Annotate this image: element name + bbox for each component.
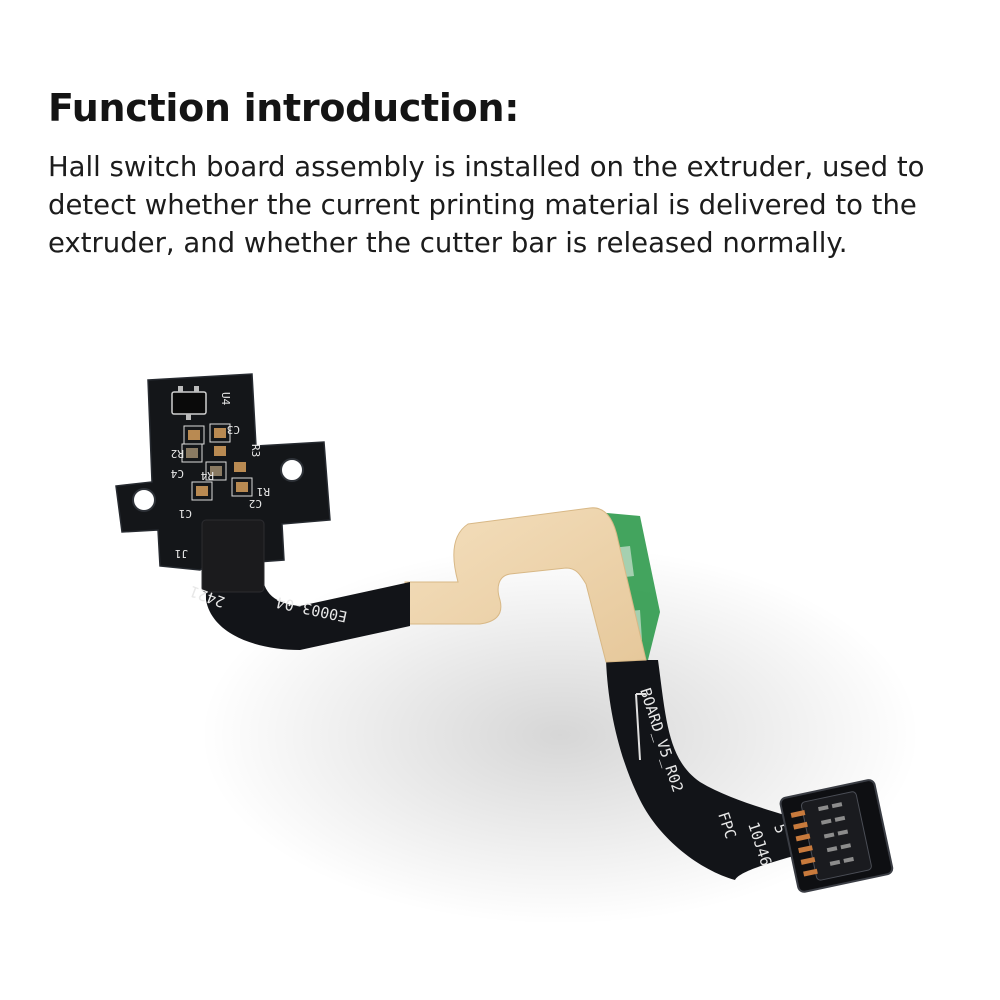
- heading: Function introduction:: [48, 86, 520, 130]
- label-j1: J1: [175, 547, 188, 560]
- mounting-hole-left: [132, 488, 156, 512]
- label-r1: R1: [257, 485, 270, 498]
- description-line-3: extruder, and whether the cutter bar is …: [48, 227, 848, 259]
- label-r2: R2: [171, 447, 184, 460]
- label-u4: U4: [219, 392, 232, 406]
- hall-switch-board-photo: U4 C3 R2 R3 C4 R4 R1 C2 C1 J1 2421 E0003…: [115, 373, 920, 925]
- description-line-1: Hall switch board assembly is installed …: [48, 151, 925, 183]
- stiffener-tape: [404, 507, 647, 663]
- fpc-connector: [779, 779, 894, 893]
- label-c1: C1: [179, 507, 192, 520]
- label-c4: C4: [170, 467, 184, 480]
- flex-cable-lower: [606, 660, 815, 880]
- description: Hall switch board assembly is installed …: [48, 148, 978, 262]
- label-r4: R4: [200, 469, 214, 482]
- label-c3: C3: [227, 423, 240, 436]
- label-r3: R3: [249, 444, 262, 457]
- label-c2: C2: [249, 497, 262, 510]
- foam-pad-j1: [201, 519, 265, 593]
- description-line-2: detect whether the current printing mate…: [48, 189, 917, 221]
- hall-sensor-chip: [171, 391, 207, 415]
- smd-components: [181, 423, 253, 501]
- mounting-hole-right: [280, 458, 304, 482]
